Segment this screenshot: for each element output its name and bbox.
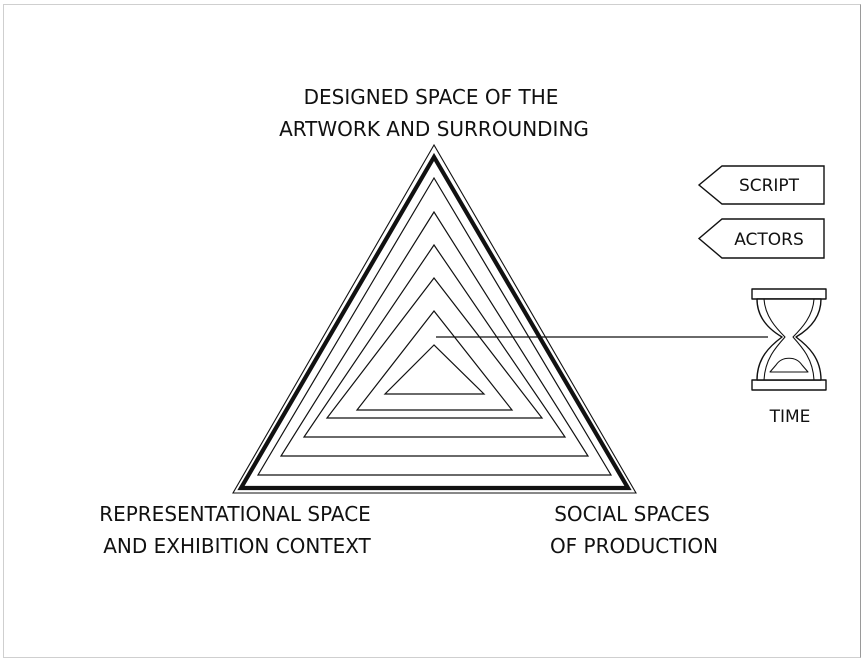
nested-triangle-6 xyxy=(383,344,486,395)
hourglass-inner-body xyxy=(763,298,815,381)
actors-tag-label: ACTORS xyxy=(734,230,804,250)
top-label-line-1: DESIGNED SPACE OF THE xyxy=(304,85,559,109)
nested-triangle-2 xyxy=(279,210,590,457)
hourglass-icon xyxy=(751,288,827,391)
hourglass-outer-body xyxy=(756,298,822,381)
script-tag-label: SCRIPT xyxy=(739,176,800,196)
hourglass-top-cap xyxy=(751,288,827,300)
right-label-line-2: OF PRODUCTION xyxy=(550,534,718,558)
nested-triangle-3 xyxy=(302,243,567,438)
nested-triangle-1 xyxy=(256,176,613,476)
top-label-line-2: ARTWORK AND SURROUNDING xyxy=(279,117,589,141)
outer-frame-triangle xyxy=(232,143,637,494)
nested-triangle-5 xyxy=(355,310,514,411)
actors-tag-shape xyxy=(697,218,825,259)
left-label-line-2: AND EXHIBITION CONTEXT xyxy=(103,534,371,558)
nested-triangle-4 xyxy=(325,277,544,419)
hourglass-sand xyxy=(769,357,809,373)
script-tag: SCRIPT xyxy=(697,165,825,205)
right-label-line-1: SOCIAL SPACES xyxy=(554,502,710,526)
script-tag-shape xyxy=(697,165,825,205)
left-label-line-1: REPRESENTATIONAL SPACE xyxy=(99,502,371,526)
actors-tag: ACTORS xyxy=(697,218,825,259)
time-label: TIME xyxy=(769,407,811,427)
hourglass-bottom-cap xyxy=(751,379,827,391)
nested-triangles xyxy=(232,143,637,494)
main-triangle xyxy=(237,152,632,491)
diagram-frame xyxy=(3,4,861,658)
